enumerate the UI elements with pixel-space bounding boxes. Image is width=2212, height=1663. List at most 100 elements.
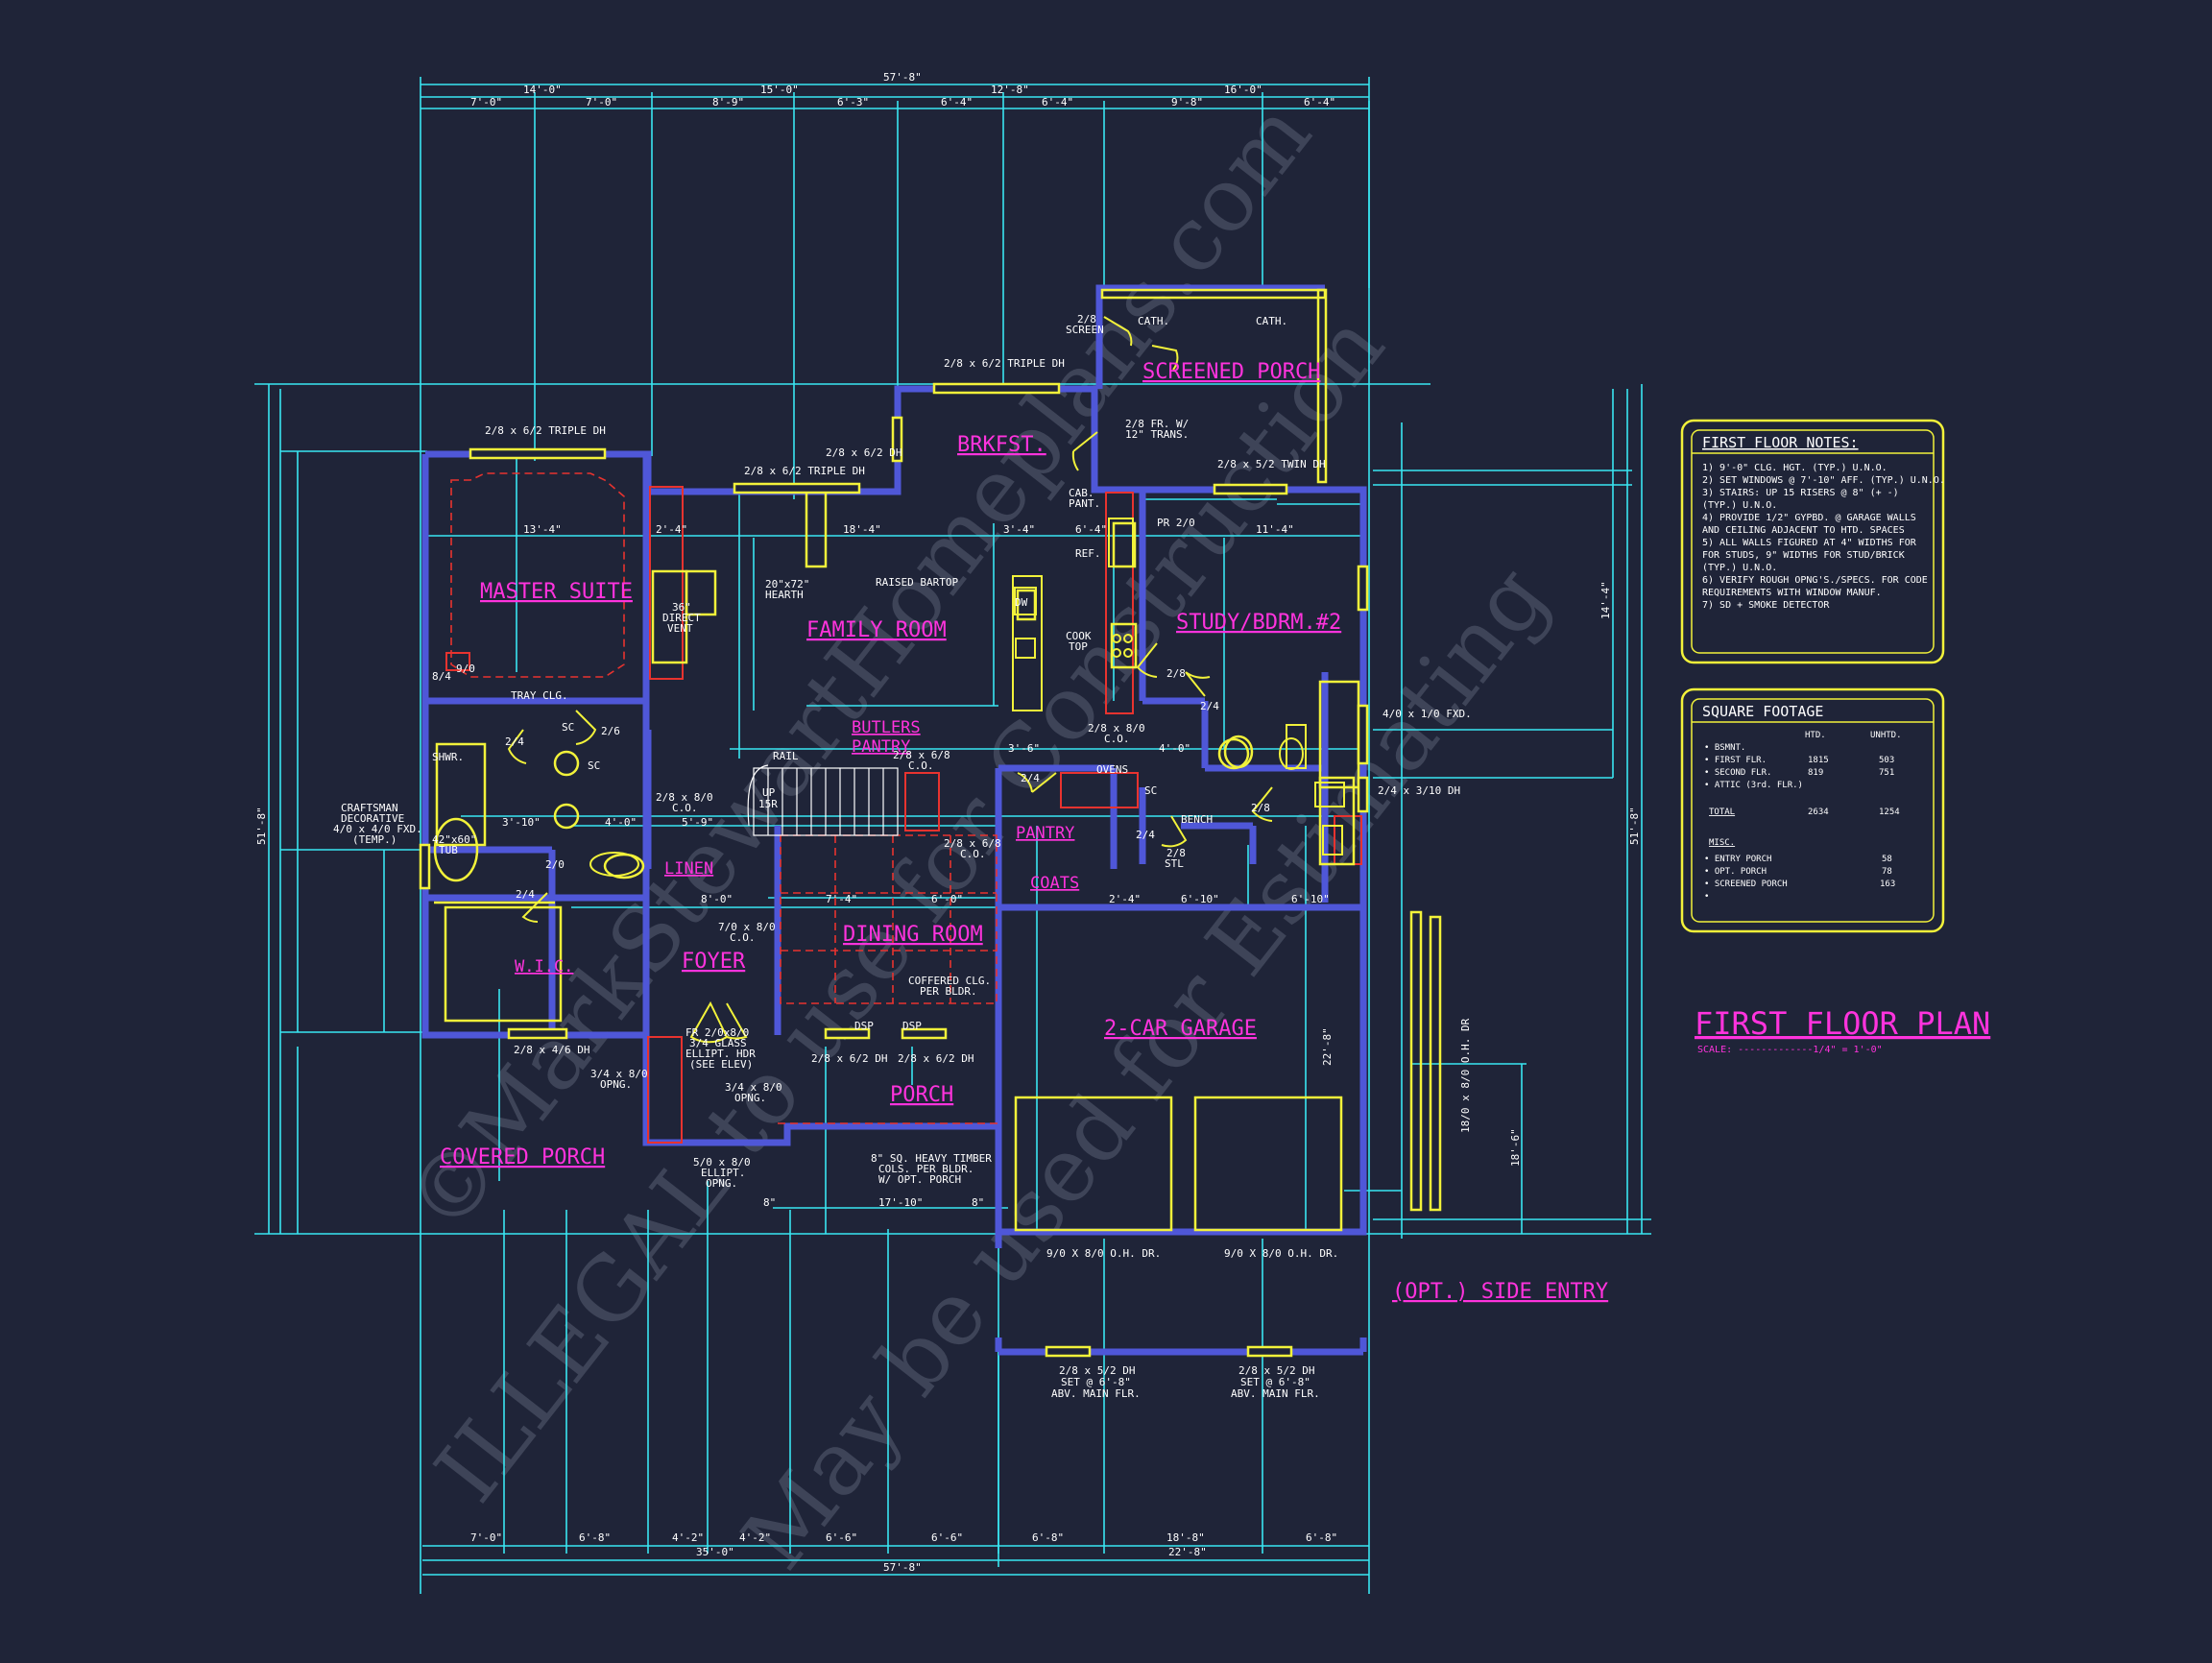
dim-b-22: 22'-8" xyxy=(1168,1546,1207,1558)
label-cab-1: CAB. xyxy=(1069,487,1094,499)
label-tray: TRAY CLG. xyxy=(511,689,568,702)
dim-t4: 6'-3" xyxy=(837,96,869,108)
label-shwr: SHWR. xyxy=(432,751,464,763)
dim-i-186: 18'-6" xyxy=(1509,1128,1522,1167)
label-fr20-c: ELLIPT. HDR xyxy=(685,1048,756,1060)
dim-t1: 7'-0" xyxy=(470,96,502,108)
dim-i-40b: 4'-0" xyxy=(605,816,637,829)
label-screen-1: 2/8 xyxy=(1077,313,1096,325)
label-tub-2: TUB xyxy=(439,844,458,856)
label-cath-1: CATH. xyxy=(1138,315,1169,327)
room-porch: PORCH xyxy=(890,1083,953,1107)
sqft-misc-3-label: • SCREENED PORCH xyxy=(1704,880,1788,889)
label-stl: STL xyxy=(1165,857,1184,870)
label-raised-bartop: RAISED BARTOP xyxy=(876,576,958,589)
label-craftsman-2: DECORATIVE xyxy=(341,812,404,825)
note-12: 7) SD + SMOKE DETECTOR xyxy=(1702,600,1830,611)
room-master-suite: MASTER SUITE xyxy=(480,580,633,604)
label-craftsman-4: (TEMP.) xyxy=(352,833,397,846)
note-11: REQUIREMENTS WITH WINDOW MANUF. xyxy=(1702,588,1882,598)
dim-b7: 6'-8" xyxy=(1032,1531,1064,1544)
dim-b6: 6'-6" xyxy=(931,1531,963,1544)
label-co5b: C.O. xyxy=(730,931,756,944)
sqft-misc-4-label: • xyxy=(1704,892,1709,902)
sqft-total-label: TOTAL xyxy=(1709,807,1735,817)
label-sc1: SC xyxy=(562,721,574,734)
label-d26: 2/6 xyxy=(601,725,620,737)
label-op1-a: 3/4 x 8/0 xyxy=(590,1068,648,1080)
label-d20: 2/0 xyxy=(545,858,565,871)
label-fr-1: 2/8 FR. W/ xyxy=(1125,418,1189,430)
dim-b3: 4'-2" xyxy=(672,1531,704,1544)
label-gdoor-2: 9/0 X 8/0 O.H. DR. xyxy=(1224,1247,1338,1260)
notes-title: FIRST FLOOR NOTES: xyxy=(1702,434,1859,451)
label-co2b: C.O. xyxy=(908,759,934,772)
label-co2a: 2/8 x 6/8 xyxy=(893,749,950,761)
dim-b-total: 57'-8" xyxy=(883,1561,922,1574)
note-4: (TYP.) U.N.O. xyxy=(1702,500,1777,511)
dim-i-310: 3'-10" xyxy=(502,816,541,829)
dim-t8: 6'-4" xyxy=(1304,96,1335,108)
label-bench: BENCH xyxy=(1181,813,1213,826)
room-family-room: FAMILY ROOM xyxy=(806,618,947,642)
sqft-row-2-htd: 1815 xyxy=(1808,756,1829,765)
room-wic: W.I.C. xyxy=(515,957,573,976)
sqft-misc-2-label: • OPT. PORCH xyxy=(1704,867,1767,877)
label-co4a: 2/8 x 8/0 xyxy=(1088,722,1145,735)
label-rail: RAIL xyxy=(773,750,799,762)
dim-t5: 6'-4" xyxy=(941,96,973,108)
room-screened-porch: SCREENED PORCH xyxy=(1142,360,1320,384)
label-cath-2: CATH. xyxy=(1256,315,1287,327)
room-linen: LINEN xyxy=(664,859,713,879)
label-op3-a: 5/0 x 8/0 xyxy=(693,1156,751,1169)
dim-i-34: 3'-4" xyxy=(1003,523,1035,536)
label-ohdr: 18/0 x 8/0 O.H. DR xyxy=(1459,1018,1472,1133)
dim-i-610: 6'-10" xyxy=(1181,893,1219,905)
label-cab-2: PANT. xyxy=(1069,497,1100,510)
dim-t7: 9'-8" xyxy=(1171,96,1203,108)
room-garage: 2-CAR GARAGE xyxy=(1104,1017,1257,1041)
label-gdoor-1: 9/0 X 8/0 O.H. DR. xyxy=(1046,1247,1161,1260)
dim-i-1710: 17'-10" xyxy=(878,1196,923,1209)
label-se1-b: SET @ 6'-8" xyxy=(1061,1376,1131,1388)
label-se1-c: ABV. MAIN FLR. xyxy=(1051,1387,1141,1400)
label-d84: 8/4 xyxy=(432,670,451,683)
room-foyer: FOYER xyxy=(682,950,746,974)
kitchen-fixtures xyxy=(589,518,1345,877)
note-7: 5) ALL WALLS FIGURED AT 4" WIDTHS FOR xyxy=(1702,538,1917,548)
room-side-entry: (OPT.) SIDE ENTRY xyxy=(1392,1280,1608,1304)
label-co4b: C.O. xyxy=(1104,733,1130,745)
dim-i-24b: 2'-4" xyxy=(1109,893,1141,905)
dim-b9: 6'-8" xyxy=(1306,1531,1337,1544)
label-co1a: 2/8 x 8/0 xyxy=(656,791,713,804)
sqft-col-unhtd: UNHTD. xyxy=(1870,731,1902,740)
label-twin-dh: 2/8 x 5/2 TWIN DH xyxy=(1217,458,1326,470)
sqft-row-1-label: • BSMNT. xyxy=(1704,743,1745,753)
label-se2-b: SET @ 6'-8" xyxy=(1240,1376,1310,1388)
label-pdh-1: 2/8 x 6/2 DH xyxy=(811,1052,887,1065)
callout-labels: 2/8 x 6/2 TRIPLE DH 2/8 x 6/2 TRIPLE DH … xyxy=(333,313,1472,1400)
label-tub-1: 42"x60" xyxy=(432,833,476,846)
label-op3-b: ELLIPT. xyxy=(701,1167,745,1179)
dim-b2: 6'-8" xyxy=(579,1531,611,1544)
label-hearth-2: HEARTH xyxy=(765,589,804,601)
note-9: (TYP.) U.N.O. xyxy=(1702,563,1777,573)
label-vent-2: DIRECT xyxy=(662,612,701,624)
dim-t6: 6'-4" xyxy=(1042,96,1073,108)
red-dashed-ceiling xyxy=(450,472,998,1124)
label-cook-1: COOK xyxy=(1066,630,1092,642)
label-hearth-1: 20"x72" xyxy=(765,578,809,590)
sqft-misc-1-val: 58 xyxy=(1882,855,1892,864)
label-fr-2: 12" TRANS. xyxy=(1125,428,1189,441)
sqft-misc-1-label: • ENTRY PORCH xyxy=(1704,855,1771,864)
label-vent-3: VENT xyxy=(667,622,693,635)
label-fr20-a: FR 2/0x8/0 xyxy=(685,1026,749,1039)
note-2: 2) SET WINDOWS @ 7'-10" AFF. (TYP.) U.N.… xyxy=(1702,475,1945,486)
label-op2-b: OPNG. xyxy=(734,1092,766,1104)
sqft-title: SQUARE FOOTAGE xyxy=(1702,703,1823,720)
label-brk-dh: 2/8 x 6/2 TRIPLE DH xyxy=(944,357,1065,370)
sqft-total-unhtd: 1254 xyxy=(1879,807,1900,817)
room-pantry: PANTRY xyxy=(1016,824,1074,843)
label-se2-a: 2/8 x 5/2 DH xyxy=(1238,1364,1314,1377)
